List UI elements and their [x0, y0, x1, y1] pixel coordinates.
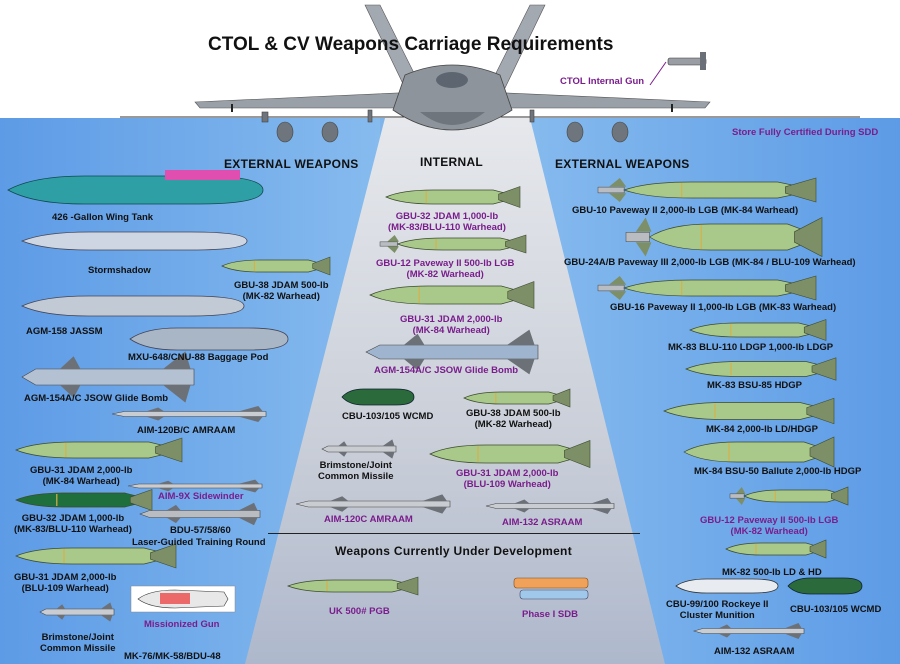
brimstone-left-icon — [39, 602, 115, 622]
mk83-bsu-icon — [685, 357, 837, 381]
external-right-heading: EXTERNAL WEAPONS — [555, 157, 690, 171]
certification-note: Store Fully Certified During SDD — [732, 127, 879, 138]
label-gbu38-left: GBU-38 JDAM 500-lb(MK-82 Warhead) — [234, 280, 329, 302]
aim9x-icon — [127, 479, 263, 493]
gbu31b-internal-icon — [429, 440, 591, 468]
gbu38-internal-icon — [463, 388, 571, 408]
f35-aircraft — [120, 4, 860, 143]
label-mk84-bsu: MK-84 BSU-50 Ballute 2,000-lb HDGP — [694, 466, 862, 477]
missionized-gun-icon — [130, 585, 236, 613]
mk84-bsu-icon — [683, 436, 835, 468]
development-heading: Weapons Currently Under Development — [335, 544, 572, 558]
gbu31a-left-icon — [15, 437, 183, 463]
mk83-ldgp-icon — [689, 319, 827, 341]
asraam-right-icon — [692, 623, 805, 639]
bdu57-icon — [139, 502, 261, 526]
gbu16-icon — [597, 276, 627, 300]
label-uk-pgb: UK 500# PGB — [329, 606, 390, 617]
label-gbu38-internal: GBU-38 JDAM 500-lb(MK-82 Warhead) — [466, 408, 561, 430]
phase1-sdb-icon — [513, 577, 589, 600]
gbu10-icon — [597, 178, 627, 202]
stormshadow-icon — [20, 231, 248, 251]
label-amraam-left: AIM-120B/C AMRAAM — [137, 425, 236, 436]
gbu32-left-icon — [15, 489, 153, 511]
label-jsow-internal: AGM-154A/C JSOW Glide Bomb — [374, 365, 519, 376]
gbu12-internal-icon-body — [396, 234, 527, 254]
gbu12-internal-icon — [379, 235, 399, 253]
page-title: CTOL & CV Weapons Carriage Requirements — [208, 34, 614, 55]
internal-gun-label: CTOL Internal Gun — [560, 76, 645, 87]
gbu32-internal-icon — [385, 186, 521, 208]
label-asraam-internal: AIM-132 ASRAAM — [502, 517, 583, 528]
asraam-internal-icon — [485, 498, 615, 514]
gbu31-internal-icon — [369, 281, 535, 309]
jsow-left-icon — [21, 351, 195, 403]
label-training-round: Laser-Guided Training Round — [132, 537, 266, 548]
internal-heading: INTERNAL — [420, 155, 484, 169]
label-cbu103-right: CBU-103/105 WCMD — [790, 604, 882, 615]
gbu16-icon-body — [623, 275, 817, 301]
amraam-left-icon — [111, 406, 267, 422]
label-gbu31b-left: GBU-31 JDAM 2,000-lb(BLU-109 Warhead) — [14, 572, 117, 594]
label-mk84-ldhd: MK-84 2,000-lb LD/HDGP — [706, 424, 818, 435]
label-gbu24: GBU-24A/B Paveway III 2,000-lb LGB (MK-8… — [564, 257, 856, 268]
gbu12-right-icon — [729, 487, 746, 505]
label-asraam-right: AIM-132 ASRAAM — [714, 646, 795, 657]
uk-pgb-icon — [287, 576, 419, 596]
jsow-internal-icon — [365, 329, 539, 375]
label-mk83-bsu: MK-83 BSU-85 HDGP — [707, 380, 803, 391]
gbu24-icon-body — [648, 217, 823, 257]
label-mk83-ldgp: MK-83 BLU-110 LDGP 1,000-lb LDGP — [668, 342, 834, 353]
label-gbu10: GBU-10 Paveway II 2,000-lb LGB (MK-84 Wa… — [572, 205, 799, 216]
gbu38-left-icon — [221, 256, 331, 276]
label-mk82: MK-82 500-lb LD & HD — [722, 567, 822, 578]
gbu10-icon-body — [623, 177, 817, 203]
external-left-heading: EXTERNAL WEAPONS — [224, 157, 359, 171]
mk84-ldhd-icon — [663, 397, 835, 425]
baggage-pod-icon — [129, 327, 289, 351]
label-gbu12-right: GBU-12 Paveway II 500-lb LGB(MK-82 Warhe… — [700, 515, 839, 537]
label-stormshadow: Stormshadow — [88, 265, 151, 276]
label-gbu31-internal: GBU-31 JDAM 2,000-lb(MK-84 Warhead) — [400, 314, 503, 336]
label-cbu103-internal: CBU-103/105 WCMD — [342, 411, 434, 422]
label-mk76: MK-76/MK-58/BDU-48 — [124, 651, 221, 662]
label-baggage-pod: MXU-648/CNU-88 Baggage Pod — [128, 352, 269, 363]
cbu99-icon — [675, 578, 779, 594]
cbu103-internal-icon — [341, 388, 415, 406]
label-gbu16: GBU-16 Paveway II 1,000-lb LGB (MK-83 Wa… — [610, 302, 837, 313]
label-aim9x: AIM-9X Sidewinder — [158, 491, 244, 502]
wing-tank-icon — [7, 175, 264, 205]
label-phase1-sdb: Phase I SDB — [522, 609, 578, 620]
gbu31b-left-icon — [15, 543, 177, 569]
label-jsow-left: AGM-154A/C JSOW Glide Bomb — [24, 393, 169, 404]
jassm-icon — [21, 295, 245, 317]
brimstone-internal-icon — [321, 439, 397, 459]
amraam-internal-icon — [295, 494, 451, 514]
label-wing-tank: 426 -Gallon Wing Tank — [52, 212, 154, 223]
development-divider — [268, 533, 640, 534]
label-gbu12-internal: GBU-12 Paveway II 500-lb LGB(MK-82 Warhe… — [376, 258, 515, 280]
label-amraam-internal: AIM-120C AMRAAM — [324, 514, 413, 525]
cbu103-right-icon — [787, 577, 863, 595]
label-gbu31a-left: GBU-31 JDAM 2,000-lb(MK-84 Warhead) — [30, 465, 133, 487]
label-jassm: AGM-158 JASSM — [26, 326, 103, 337]
gbu24-icon — [625, 217, 652, 257]
label-gbu31b-internal: GBU-31 JDAM 2,000-lb(BLU-109 Warhead) — [456, 468, 559, 490]
internal-gun-icon — [649, 52, 707, 86]
gbu12-right-icon-body — [743, 486, 849, 506]
label-gbu32-left: GBU-32 JDAM 1,000-lb(MK-83/BLU-110 Warhe… — [14, 513, 132, 535]
label-gbu32-internal: GBU-32 JDAM 1,000-lb(MK-83/BLU-110 Warhe… — [388, 211, 506, 233]
mk82-icon — [725, 539, 827, 559]
label-bdu57: BDU-57/58/60 — [170, 525, 231, 536]
label-missionized-gun: Missionized Gun — [144, 619, 220, 630]
